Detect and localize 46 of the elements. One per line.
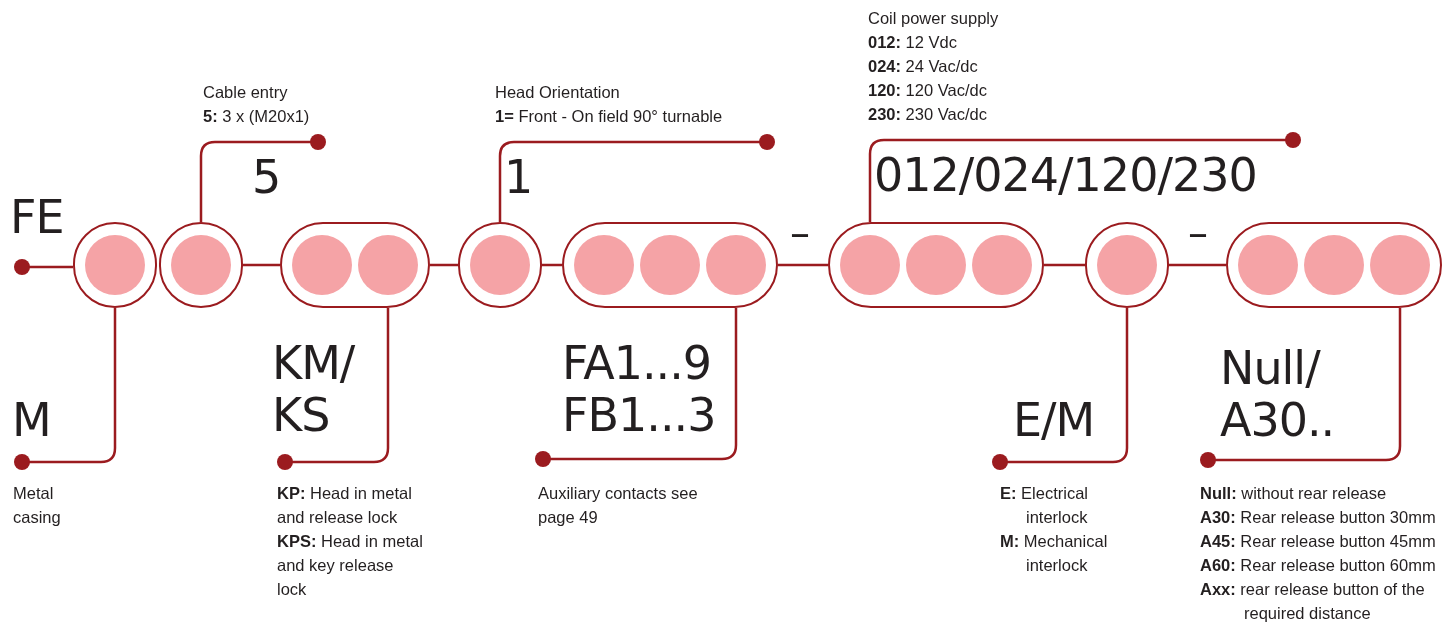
- leader-line: [498, 134, 775, 222]
- description-text: A30: Rear release button 30mm: [1200, 507, 1437, 528]
- code-text: 012/024/120/230: [874, 150, 1257, 202]
- description-text: 012: 12 Vdc: [868, 32, 958, 53]
- description-text: Axx: rear release button of the required distance: [1200, 579, 1426, 622]
- leader-line: [199, 134, 326, 222]
- description-text: A60: Rear release button 60mm: [1200, 555, 1437, 576]
- code-text: M: [12, 395, 51, 447]
- connector-line: [542, 263, 562, 267]
- code-text: 5: [252, 152, 281, 204]
- description-text: Head Orientation: [495, 82, 621, 103]
- description-text: 5: 3 x (M20x1): [203, 106, 311, 127]
- code-text: 1: [504, 152, 533, 204]
- separator-dash: –: [1188, 210, 1208, 256]
- description-text: Coil power supply: [868, 8, 1000, 29]
- description-text: Metal casing: [13, 483, 62, 528]
- code-text: FE: [10, 192, 64, 244]
- connector-line: [1044, 263, 1085, 267]
- description-text: Auxiliary contacts see page 49: [538, 483, 699, 528]
- description-text: 1= Front - On field 90° turnable: [495, 106, 724, 127]
- description-text: KP: Head in metal and release lock: [277, 483, 413, 528]
- connector-line: [243, 263, 280, 267]
- description-text: 120: 120 Vac/dc: [868, 80, 988, 101]
- leader-line: [535, 308, 738, 467]
- description-text: 024: 24 Vac/dc: [868, 56, 979, 77]
- leader-line: [277, 308, 390, 470]
- connector-line: [1169, 263, 1226, 267]
- leader-line: [992, 308, 1129, 470]
- leader-line: [14, 259, 73, 275]
- connector-line: [430, 263, 458, 267]
- description-text: KPS: Head in metal and key release lock: [277, 531, 424, 600]
- separator-dash: –: [790, 210, 810, 256]
- code-text: KM/ KS: [272, 338, 355, 442]
- description-text: Cable entry: [203, 82, 289, 103]
- description-text: E: Electrical interlock: [1000, 483, 1090, 528]
- description-text: A45: Rear release button 45mm: [1200, 531, 1437, 552]
- code-text: E/M: [1013, 395, 1095, 447]
- connector-line: [778, 263, 828, 267]
- leader-line: [1200, 308, 1402, 468]
- description-text: 230: 230 Vac/dc: [868, 104, 988, 125]
- code-text: Null/ A30..: [1220, 343, 1335, 447]
- description-text: M: Mechanical interlock: [1000, 531, 1109, 576]
- leader-line: [868, 132, 1301, 222]
- leader-line: [14, 308, 117, 470]
- code-text: FA1...9 FB1...3: [562, 338, 716, 442]
- description-text: Null: without rear release: [1200, 483, 1388, 504]
